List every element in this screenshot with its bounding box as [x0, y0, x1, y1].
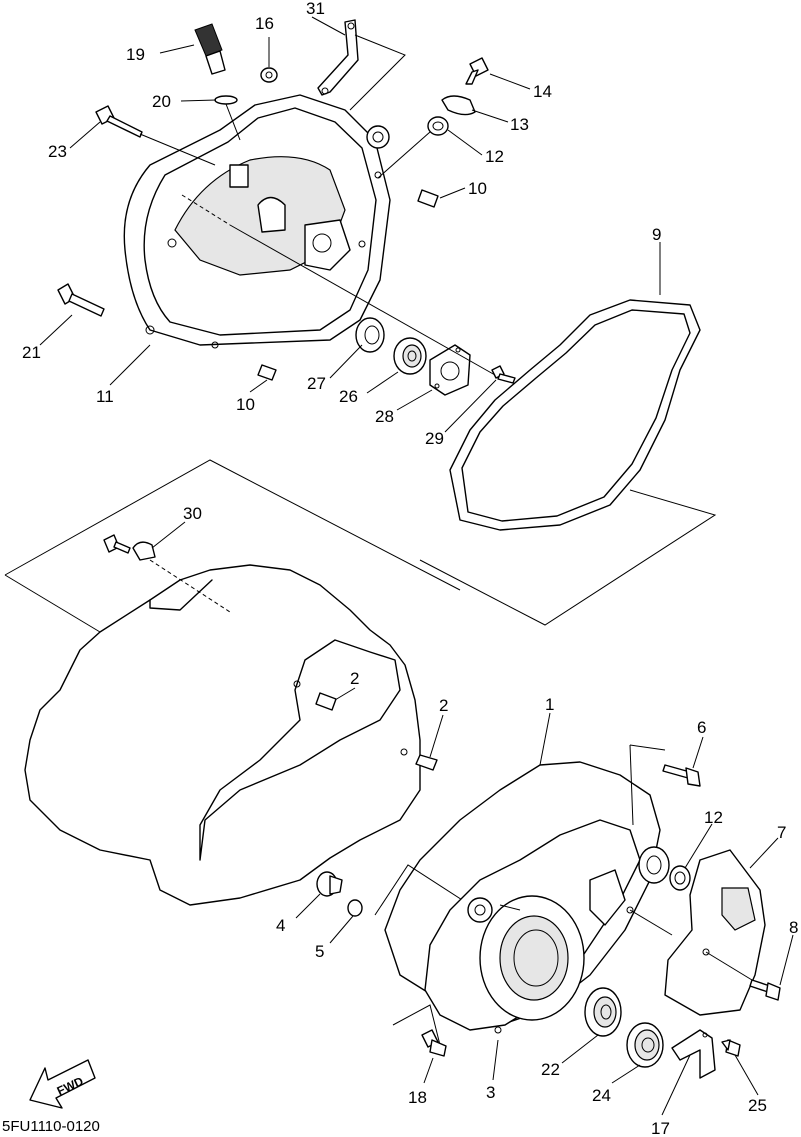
bearing-26	[393, 337, 427, 375]
bolt-6	[662, 764, 701, 787]
screw-29	[491, 365, 516, 384]
callout-5: 5	[315, 942, 324, 961]
bolt-19	[57, 283, 105, 317]
callout-11: 11	[96, 387, 114, 406]
callout-14: 14	[533, 82, 552, 101]
bolt-20	[421, 1029, 447, 1057]
screw-30	[103, 534, 231, 613]
callout-7: 7	[777, 823, 786, 842]
bracket-31	[317, 19, 406, 111]
retainer-28	[429, 344, 471, 396]
callout-10-lower: 10	[236, 395, 255, 414]
dowel-pin-10-lower	[257, 364, 277, 381]
callout-8: 8	[789, 918, 798, 937]
bolt-8	[705, 951, 781, 1001]
callout-19: 21	[22, 343, 41, 362]
bearing-21	[584, 987, 622, 1037]
callout-17: 19	[126, 45, 145, 64]
callout-6: 6	[697, 718, 706, 737]
callout-4: 4	[276, 916, 285, 935]
callout-1: 1	[545, 695, 554, 714]
screw-24	[721, 1039, 741, 1057]
right-crankcase-cover	[384, 761, 670, 1034]
callout-23: 17	[651, 1119, 670, 1137]
callout-18: 20	[152, 92, 171, 111]
callout-29: 29	[425, 429, 444, 448]
forward-arrow-icon: FWD	[29, 1059, 96, 1109]
callout-3: 3	[486, 1083, 495, 1102]
gasket-9	[449, 299, 701, 531]
dowel-pin-2-right	[415, 754, 438, 771]
o-ring-5	[347, 899, 363, 917]
callout-2-left: 2	[350, 669, 359, 688]
callout-30: 30	[183, 504, 202, 523]
callout-27: 27	[307, 374, 326, 393]
oil-level-gauge	[194, 23, 241, 141]
dowel-pin-10-upper	[417, 189, 439, 208]
bolt-25	[95, 105, 216, 166]
seal-12-upper	[377, 116, 449, 179]
callout-13: 13	[510, 115, 529, 134]
plate-13	[441, 95, 476, 116]
plug-4	[316, 871, 343, 897]
callout-31: 31	[306, 0, 325, 18]
callout-25: 23	[48, 142, 67, 161]
callout-21: 22	[541, 1060, 560, 1079]
callout-22: 24	[592, 1086, 611, 1105]
bolt-14	[465, 57, 489, 85]
dowel-pin-2-left	[315, 692, 337, 711]
callout-24: 25	[748, 1096, 767, 1115]
drawing-code: 5FU1110-0120	[2, 1118, 100, 1135]
oil-seal-27	[355, 317, 385, 353]
seal-12-lower	[669, 865, 691, 891]
callout-2-right: 2	[439, 696, 448, 715]
callout-10-upper: 10	[468, 179, 487, 198]
callout-12-upper: 12	[485, 147, 504, 166]
callout-labels: 31 16 19 20 14 13 12 23 10 9 21 27 11 26…	[22, 0, 798, 1137]
left-crankcase-cover	[123, 94, 391, 349]
callout-28: 28	[375, 407, 394, 426]
leader-lines	[39, 16, 794, 1116]
callout-16: 16	[255, 14, 274, 33]
callout-26: 26	[339, 387, 358, 406]
washer-16	[260, 67, 278, 83]
callout-12-lower: 12	[704, 808, 723, 827]
callout-9: 9	[652, 225, 661, 244]
callout-20: 18	[408, 1088, 427, 1107]
plate-23	[671, 1029, 716, 1079]
oil-seal-22	[626, 1022, 664, 1068]
cover-7	[664, 849, 766, 1016]
crankcase-outline	[24, 564, 421, 906]
